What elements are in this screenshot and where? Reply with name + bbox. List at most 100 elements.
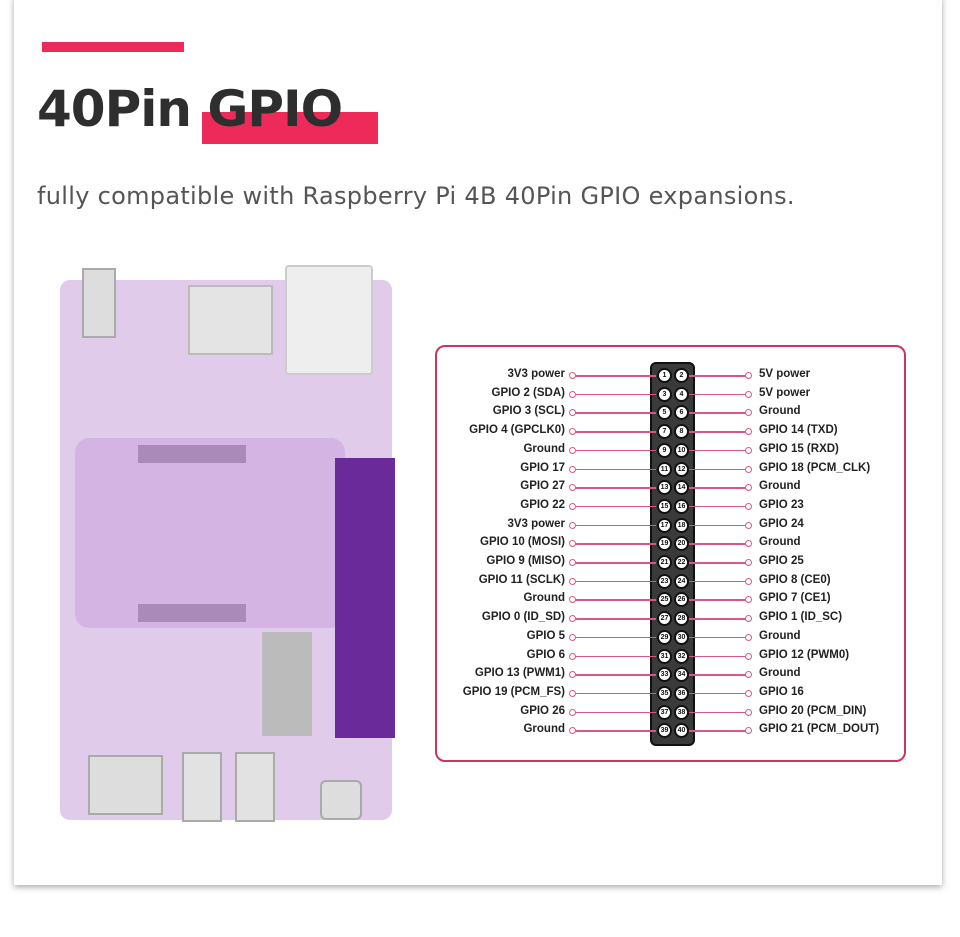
pin-label-left: GPIO 22 [520,498,565,511]
connector-line [572,730,656,732]
pin-odd: 39 [657,723,672,739]
pin-even: 28 [674,611,689,627]
usb-port-2 [235,752,275,822]
pin-label-right: GPIO 1 (ID_SC) [759,611,843,624]
pin-row: GPIO 26 37 38 GPIO 20 (PCM_DIN) [0,704,960,722]
pin-label-left: Ground [523,442,565,455]
pin-label-left: GPIO 2 (SDA) [491,386,565,399]
usb-c-port [320,780,362,820]
connector-dot [745,521,752,529]
ethernet-jack [285,265,373,375]
connector-dot [745,633,752,641]
pin-row: Ground 25 26 GPIO 7 (CE1) [0,591,960,609]
connector-line [689,692,749,695]
connector-dot [569,484,576,492]
page-subtitle: fully compatible with Raspberry Pi 4B 40… [37,182,795,210]
pin-label-left: GPIO 10 (MOSI) [480,536,565,549]
compute-module-area [75,438,345,628]
connector-line [689,543,749,545]
connector-line [689,618,749,620]
connector-dot [745,446,752,454]
pin-even: 36 [674,685,689,701]
pin-odd: 21 [657,555,672,570]
pin-odd: 37 [657,704,672,720]
pin-odd: 25 [657,592,672,608]
pin-label-right: GPIO 8 (CE0) [759,573,831,586]
pin-odd: 33 [657,667,672,683]
connector-line [572,375,656,377]
pin-odd: 9 [657,442,672,458]
power-jack [82,268,116,338]
pin-row: 3V3 power 1 2 5V power [0,367,960,385]
connector-line [689,711,749,714]
pin-even: 32 [674,648,689,664]
connector-dot [569,521,576,529]
connector-dot [569,671,576,679]
connector-dot [745,502,752,510]
connector-dot [745,484,752,492]
connector-dot [569,559,576,566]
pin-label-left: 3V3 power [507,368,565,380]
connector-line [572,655,656,657]
connector-dot [745,428,752,436]
page-title: 40Pin GPIO [37,80,343,138]
connector-dot [569,372,576,379]
pin-even: 18 [674,517,689,533]
pin-label-right: GPIO 12 (PWM0) [759,648,850,661]
connector-dot [569,409,576,417]
pin-row: 3V3 power 17 18 GPIO 24 [0,517,960,535]
connector-dot [745,390,752,398]
connector-dot [745,577,752,585]
cm-connector-bottom [138,604,246,622]
connector-line [572,674,656,676]
connector-line [572,487,656,489]
connector-line [689,636,749,639]
connector-line [689,431,749,433]
connector-line [572,468,656,470]
pin-label-left: 3V3 power [507,517,565,530]
connector-line [572,449,656,452]
pin-odd: 3 [657,386,672,402]
pin-row: GPIO 11 (SCLK) 23 24 GPIO 8 (CE0) [0,573,960,591]
pin-label-right: GPIO 24 [759,517,804,530]
pin-even: 12 [674,461,689,477]
pin-row: GPIO 9 (MISO) 21 22 GPIO 25 [0,554,960,572]
connector-line [572,543,656,545]
pin-odd: 27 [657,611,672,627]
pin-odd: 19 [657,536,672,552]
title-highlight [202,112,378,144]
pin-odd: 11 [657,461,672,477]
connector-line [572,692,656,695]
connector-dot [569,708,576,716]
connector-line [689,393,749,396]
gpio-header-board [335,458,395,738]
connector-dot [745,652,752,660]
pin-row: GPIO 17 11 12 GPIO 18 (PCM_CLK) [0,461,960,479]
pin-label-right: Ground [759,536,801,549]
pin-row: GPIO 19 (PCM_FS) 35 36 GPIO 16 [0,685,960,703]
connector-line [572,636,656,639]
pin-even: 8 [674,424,689,440]
pin-row: GPIO 13 (PWM1) 33 34 Ground [0,666,960,684]
connector-line [689,524,749,527]
pin-label-left: Ground [523,723,565,736]
pin-label-right: Ground [759,405,801,418]
pin-label-left: GPIO 5 [526,629,565,642]
hdmi-port [88,755,163,815]
connector-line [572,524,656,527]
connector-dot [569,465,576,473]
pin-even: 10 [674,442,689,458]
pin-odd: 29 [657,629,672,645]
connector-line [572,599,656,601]
connector-dot [745,540,752,548]
pin-label-right: GPIO 14 (TXD) [759,424,838,437]
connector-line [689,449,749,452]
pin-even: 14 [674,480,689,496]
connector-dot [745,409,752,417]
pin-label-left: GPIO 13 (PWM1) [474,667,565,680]
pin-label-right: GPIO 20 (PCM_DIN) [759,704,867,717]
connector-dot [745,596,752,604]
pin-row: Ground 39 40 GPIO 21 (PCM_DOUT) [0,722,960,740]
pin-label-right: GPIO 16 [759,685,804,698]
connector-line [572,431,656,433]
